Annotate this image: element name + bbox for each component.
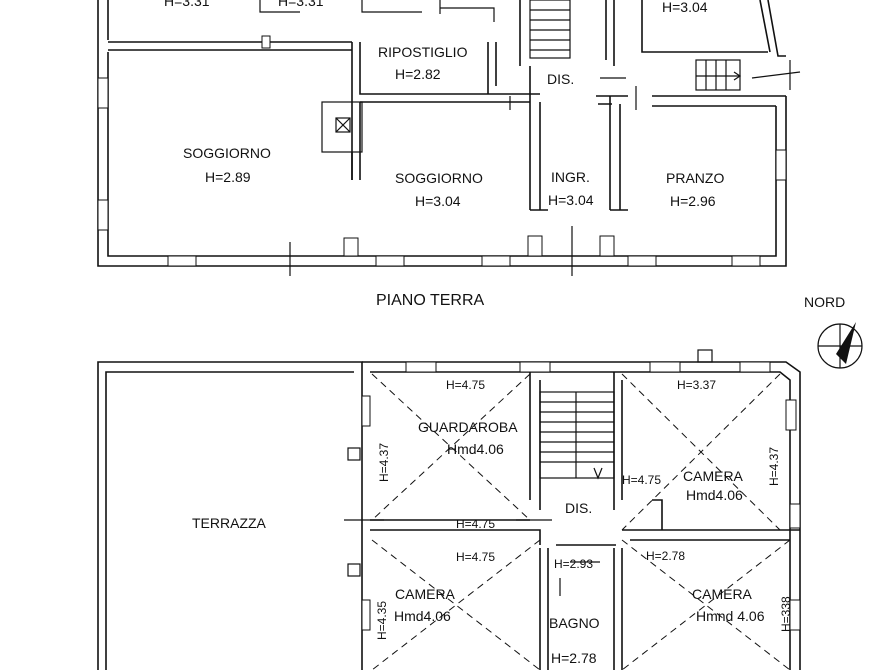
room-height-label: H=3.04	[548, 192, 594, 208]
room-height-label: H=2.78	[551, 650, 597, 666]
room-height-label: H=3.31	[164, 0, 210, 9]
room-name-label: GUARDAROBA	[418, 419, 518, 435]
room-name-label: DIS.	[565, 500, 592, 516]
height-label: H=4.75	[446, 378, 485, 392]
room-height-label: H=3.04	[662, 0, 708, 15]
room-height-label: Hmd4.06	[447, 441, 504, 457]
room-name-label: TERRAZZA	[192, 515, 267, 531]
height-label: H=338	[779, 596, 793, 632]
height-label: H=4.37	[767, 447, 781, 486]
room-height-label: Hmnd 4.06	[696, 608, 765, 624]
room-name-label: CAMERA	[683, 468, 744, 484]
room-height-label: H=2.89	[205, 169, 251, 185]
room-height-label: H=3.04	[415, 193, 461, 209]
height-label: H=3.37	[677, 378, 716, 392]
chimney-icon	[335, 117, 351, 133]
stairs-ground-right	[695, 59, 742, 91]
ground-floor-plan	[97, 0, 801, 276]
height-label: H=2.93	[554, 557, 593, 571]
height-label: H=4.75	[456, 550, 495, 564]
room-name-label: CAMERA	[692, 586, 753, 602]
room-height-label: H=3.31	[278, 0, 324, 9]
room-name-label: INGR.	[551, 169, 590, 185]
room-height-label: H=2.82	[395, 66, 441, 82]
room-height-label: Hmd4.06	[686, 487, 743, 503]
north-arrow-icon	[817, 322, 863, 369]
height-label: H=4.35	[375, 601, 389, 640]
floor-title: PIANO TERRA	[376, 292, 485, 309]
room-name-label: PRANZO	[666, 170, 724, 186]
height-label: H=4.37	[377, 443, 391, 482]
room-name-label: CAMERA	[395, 586, 456, 602]
chimney-icon	[697, 349, 713, 363]
stairs-ground	[529, 0, 571, 59]
stairs-first	[539, 391, 615, 480]
height-label: H=4.75	[456, 517, 495, 531]
room-height-label: Hmd4.06	[394, 608, 451, 624]
height-label: H=4.75	[622, 473, 661, 487]
room-name-label: DIS.	[547, 71, 574, 87]
room-name-label: SOGGIORNO	[183, 145, 271, 161]
first-floor-plan	[97, 349, 801, 670]
room-name-label: SOGGIORNO	[395, 170, 483, 186]
room-name-label: BAGNO	[549, 615, 600, 631]
north-label: NORD	[804, 294, 845, 310]
room-height-label: H=2.96	[670, 193, 716, 209]
room-name-label: RIPOSTIGLIO	[378, 44, 468, 60]
chimney-icon	[347, 447, 361, 461]
chimney-icon	[347, 563, 361, 577]
height-label: H=2.78	[646, 549, 685, 563]
